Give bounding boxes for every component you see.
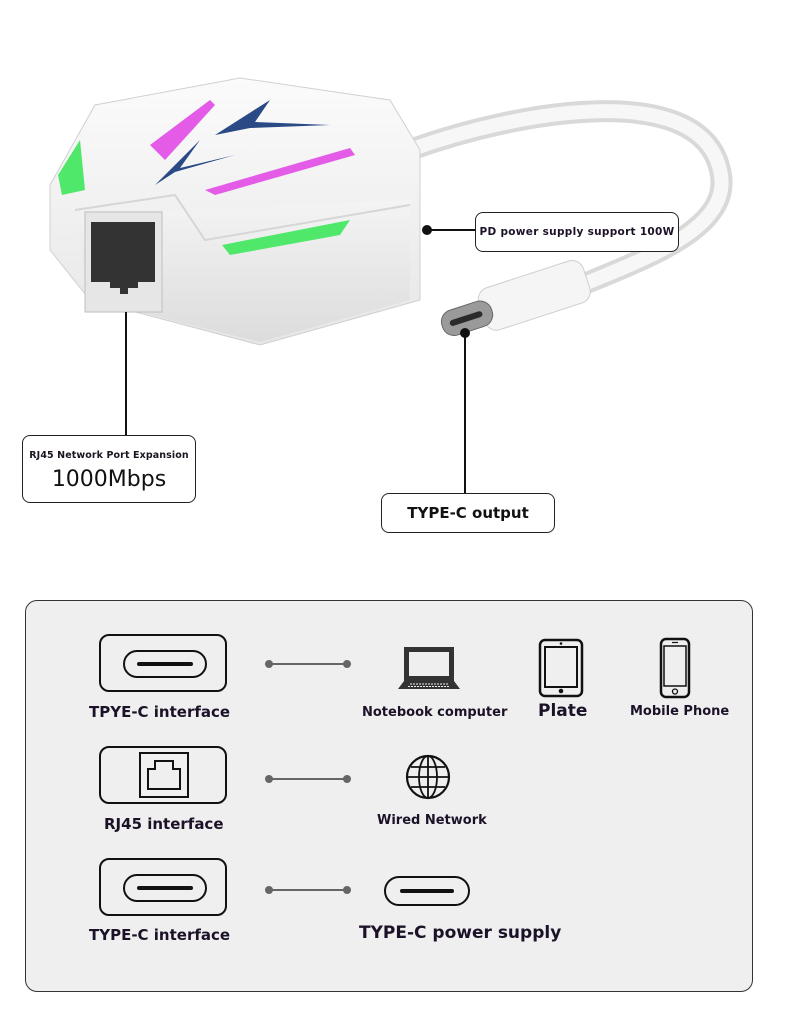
row3-connector [265, 886, 351, 894]
pd-power-callout: PD power supply support 100W [475, 212, 679, 252]
product-illustration: PD power supply support 100W RJ45 Networ… [22, 77, 733, 533]
usb-c-port-icon [99, 634, 227, 692]
pd-leader-line [427, 229, 475, 231]
rj45-port-icon [99, 746, 227, 804]
usb-c-plug-icon [384, 876, 470, 906]
typec-leader-line [464, 335, 466, 493]
row2-device-wired-network: Wired Network [377, 813, 487, 828]
adapter-image [49, 77, 733, 346]
row3-device-typec-power: TYPE-C power supply [359, 923, 562, 943]
laptop-icon [398, 647, 460, 689]
row2-port-label: RJ45 interface [104, 815, 224, 833]
globe-icon [405, 754, 451, 800]
row1-device-notebook: Notebook computer [362, 705, 508, 720]
rj45-callout: RJ45 Network Port Expansion 1000Mbps [22, 435, 196, 503]
interface-panel: TPYE-C interface Notebook computer Plate… [25, 600, 753, 992]
rj45-leader-line [125, 312, 127, 435]
rj45-title: RJ45 Network Port Expansion [29, 450, 189, 461]
typec-output-callout: TYPE-C output [381, 493, 555, 533]
phone-icon [659, 637, 691, 699]
row2-connector [265, 775, 351, 783]
tablet-icon [538, 638, 584, 698]
pd-power-text: PD power supply support 100W [479, 226, 675, 238]
rj45-speed: 1000Mbps [51, 467, 167, 492]
row1-port-label: TPYE-C interface [89, 703, 231, 721]
row1-device-phone: Mobile Phone [630, 704, 730, 719]
usb-c-port-icon [99, 858, 227, 916]
typec-output-text: TYPE-C output [407, 504, 529, 522]
row1-connector [265, 660, 351, 668]
row1-device-plate: Plate [538, 701, 588, 721]
row3-port-label: TYPE-C interface [89, 926, 231, 944]
